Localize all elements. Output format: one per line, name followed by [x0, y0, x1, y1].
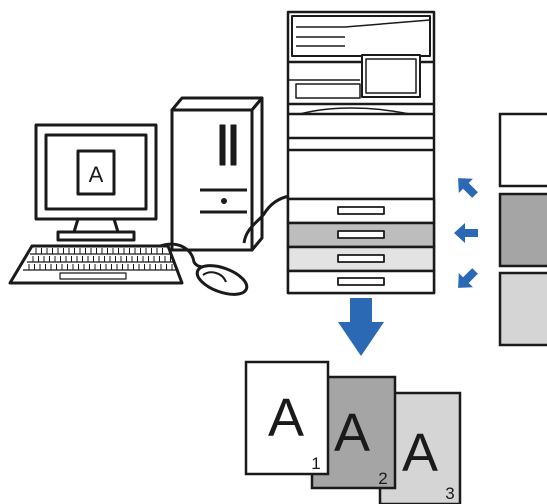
- monitor: [34, 123, 158, 242]
- paper-stack-white: [498, 112, 547, 188]
- screen-letter: A: [89, 162, 104, 187]
- feed-arrows: [454, 178, 478, 288]
- output-sheets: A 3 A 2 A 1: [244, 360, 462, 504]
- feed-arrow-light-gray-icon: [458, 268, 478, 288]
- keyboard: [8, 244, 184, 285]
- sheet-letter: A: [268, 388, 304, 448]
- paper-stack-light-gray: [498, 271, 547, 347]
- feed-arrow-dark-gray-icon: [454, 223, 478, 243]
- page-number: 2: [378, 469, 387, 488]
- printer: [286, 10, 436, 295]
- page-number: 1: [311, 454, 320, 473]
- output-arrow-icon: [338, 298, 384, 356]
- document-on-screen: [76, 149, 116, 196]
- sheet-letter: A: [334, 403, 370, 463]
- page-number: 3: [445, 484, 454, 503]
- mouse: [195, 264, 249, 296]
- tower-unit: [170, 96, 264, 252]
- feed-arrow-white-icon: [458, 178, 478, 198]
- sheet-letter: A: [402, 423, 438, 483]
- output-sheet-1: A 1: [244, 360, 330, 476]
- paper-stack-dark-gray: [498, 192, 547, 268]
- computer: [8, 96, 291, 296]
- paper-stacks: [498, 112, 547, 347]
- printer-cable: [242, 194, 291, 244]
- tray-2: [286, 221, 436, 249]
